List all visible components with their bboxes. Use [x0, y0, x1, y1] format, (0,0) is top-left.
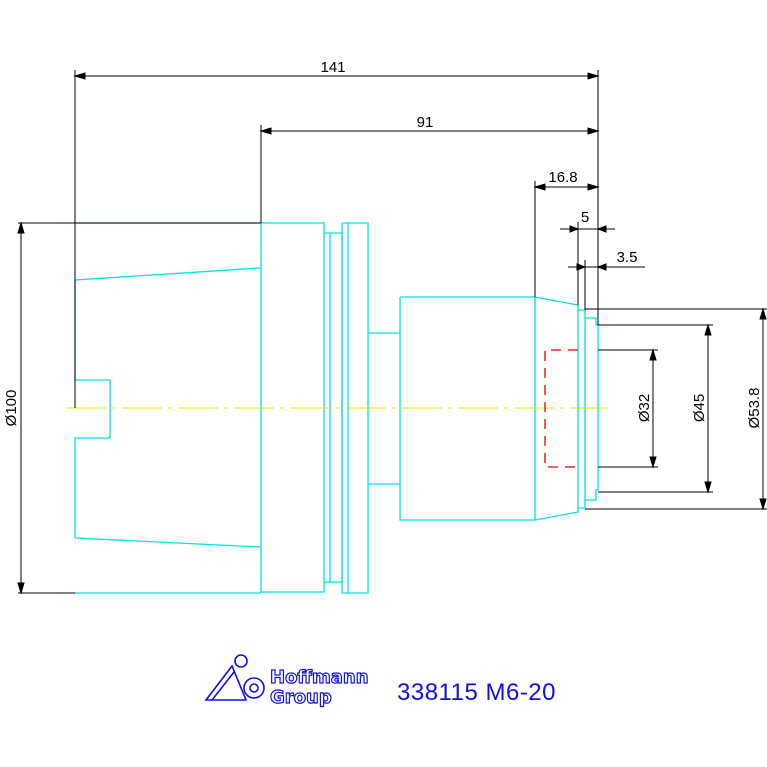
hidden-bore [544, 349, 578, 468]
hoffmann-logo: Hoffmann Group [204, 654, 369, 709]
logo-line-1: Hoffmann [270, 667, 369, 688]
dim-step-5: 5 [581, 209, 589, 226]
logo-line-2: Group [270, 687, 332, 708]
flange-ring [341, 222, 369, 594]
dim-total-length: 141 [320, 59, 345, 76]
dim-front-length: 16.8 [548, 169, 577, 186]
taper-left-face-top [74, 280, 111, 538]
flange-body [260, 222, 325, 593]
front-step [578, 309, 599, 509]
taper-inner-top [74, 267, 261, 281]
dimension-lines [17, 70, 767, 595]
dim-dia-45: Ø45 [691, 394, 708, 422]
hoffmann-logo-icon [204, 654, 265, 701]
dim-body-length: 91 [417, 114, 434, 131]
taper-inner-bottom [74, 537, 261, 548]
dim-dia-32: Ø32 [636, 394, 653, 422]
part-number: 338115 M6-20 [397, 679, 556, 706]
dim-dia-53-8: Ø53.8 [746, 388, 763, 429]
dim-dia-100: Ø100 [3, 390, 20, 427]
dim-step-3-5: 3.5 [617, 249, 638, 266]
